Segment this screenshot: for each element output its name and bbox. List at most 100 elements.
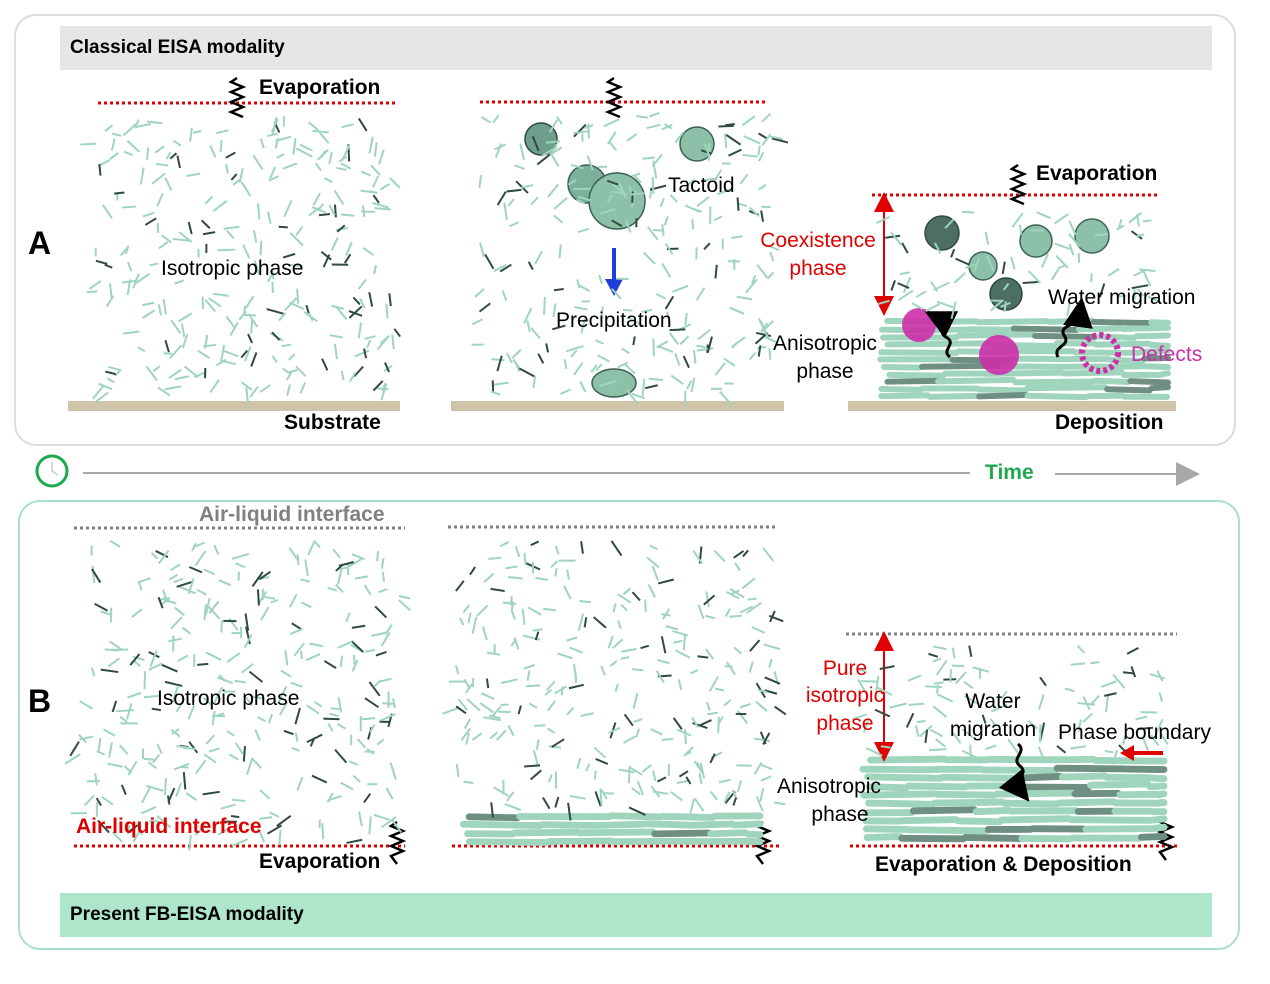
rod bbox=[303, 311, 318, 323]
rod bbox=[389, 177, 401, 189]
rod bbox=[213, 544, 220, 555]
aligned-rod bbox=[910, 806, 978, 815]
rod bbox=[567, 178, 577, 186]
rod bbox=[760, 210, 765, 222]
rod bbox=[299, 650, 303, 660]
rod bbox=[905, 712, 915, 728]
rod bbox=[492, 114, 500, 124]
rod bbox=[164, 385, 182, 391]
rod bbox=[499, 263, 512, 273]
rod bbox=[911, 302, 924, 311]
rod bbox=[932, 705, 948, 718]
rod bbox=[1003, 301, 1007, 312]
rod bbox=[213, 292, 229, 297]
coexistence-label-2: phase bbox=[789, 257, 847, 280]
isotropic-phase-label-b: Isotropic phase bbox=[157, 687, 300, 710]
rod bbox=[565, 345, 584, 353]
aligned-rod bbox=[1012, 378, 1097, 386]
rod bbox=[328, 204, 336, 216]
rod bbox=[936, 693, 954, 703]
rod bbox=[250, 318, 254, 334]
rod bbox=[208, 600, 220, 614]
rod bbox=[162, 598, 177, 605]
rod bbox=[330, 236, 339, 251]
rod bbox=[376, 550, 380, 562]
rod bbox=[925, 303, 941, 313]
rod bbox=[580, 318, 586, 334]
rod bbox=[491, 358, 505, 362]
rod bbox=[554, 568, 558, 577]
water-migration-squiggle bbox=[1055, 297, 1093, 358]
rod bbox=[140, 805, 157, 815]
water-label-b1: Water bbox=[965, 690, 1021, 713]
rod bbox=[1077, 702, 1096, 706]
aligned-rod bbox=[1137, 832, 1168, 841]
rod bbox=[1142, 270, 1152, 287]
rod bbox=[363, 584, 372, 596]
rod bbox=[230, 173, 238, 181]
rod bbox=[161, 663, 178, 673]
rod bbox=[484, 253, 495, 270]
tactoid-sphere bbox=[1019, 224, 1053, 258]
rod bbox=[1090, 273, 1093, 283]
rod bbox=[170, 319, 182, 334]
rod bbox=[703, 594, 716, 606]
rod bbox=[751, 626, 766, 634]
rod bbox=[1135, 715, 1148, 721]
rod bbox=[131, 608, 143, 618]
rod bbox=[341, 123, 354, 129]
rod bbox=[145, 365, 158, 382]
rod bbox=[663, 123, 673, 130]
rod bbox=[442, 707, 459, 715]
rod bbox=[245, 626, 251, 645]
rod bbox=[631, 192, 645, 196]
rod bbox=[657, 658, 670, 665]
rod bbox=[368, 681, 381, 697]
rod bbox=[353, 365, 364, 378]
rod bbox=[984, 231, 990, 245]
rod bbox=[229, 322, 239, 337]
rod bbox=[345, 241, 353, 256]
rod bbox=[168, 573, 178, 581]
rod bbox=[760, 320, 769, 338]
rod bbox=[378, 149, 385, 165]
pure-label-3: phase bbox=[816, 712, 874, 735]
rod bbox=[574, 669, 578, 684]
panel-a-title-bar: Classical EISA modality bbox=[60, 26, 1212, 70]
rod bbox=[766, 244, 780, 252]
rod bbox=[364, 697, 380, 708]
tactoid-label: Tactoid bbox=[668, 174, 735, 197]
aligned-rod bbox=[976, 391, 1029, 400]
panel-a-letter: A bbox=[28, 225, 52, 261]
substrate-3 bbox=[848, 401, 1176, 411]
rod bbox=[148, 651, 160, 659]
rod bbox=[874, 708, 891, 718]
rod bbox=[764, 676, 781, 685]
evaporation-wave-icon-2 bbox=[604, 76, 624, 119]
rod bbox=[306, 733, 323, 744]
rod bbox=[593, 616, 607, 629]
aligned-rod bbox=[1045, 317, 1095, 325]
rod bbox=[496, 355, 503, 372]
rod bbox=[506, 352, 513, 364]
rod bbox=[359, 298, 366, 309]
rod bbox=[554, 796, 560, 808]
rod bbox=[366, 339, 372, 349]
rod bbox=[641, 764, 653, 773]
aligned-rod bbox=[1147, 341, 1171, 349]
rod bbox=[352, 296, 361, 306]
aligned-rod bbox=[1082, 825, 1153, 833]
rod bbox=[244, 295, 255, 309]
rod bbox=[934, 242, 942, 255]
rod bbox=[731, 235, 743, 239]
evap-deposition-label: Evaporation & Deposition bbox=[875, 853, 1132, 876]
rod bbox=[718, 778, 731, 784]
rod bbox=[1136, 288, 1145, 297]
deposition-label: Deposition bbox=[1055, 411, 1164, 434]
rod bbox=[455, 664, 460, 675]
rod bbox=[672, 284, 689, 293]
rod bbox=[232, 178, 241, 186]
aligned-rod bbox=[591, 820, 649, 829]
rod bbox=[550, 143, 558, 155]
rod bbox=[951, 647, 956, 659]
